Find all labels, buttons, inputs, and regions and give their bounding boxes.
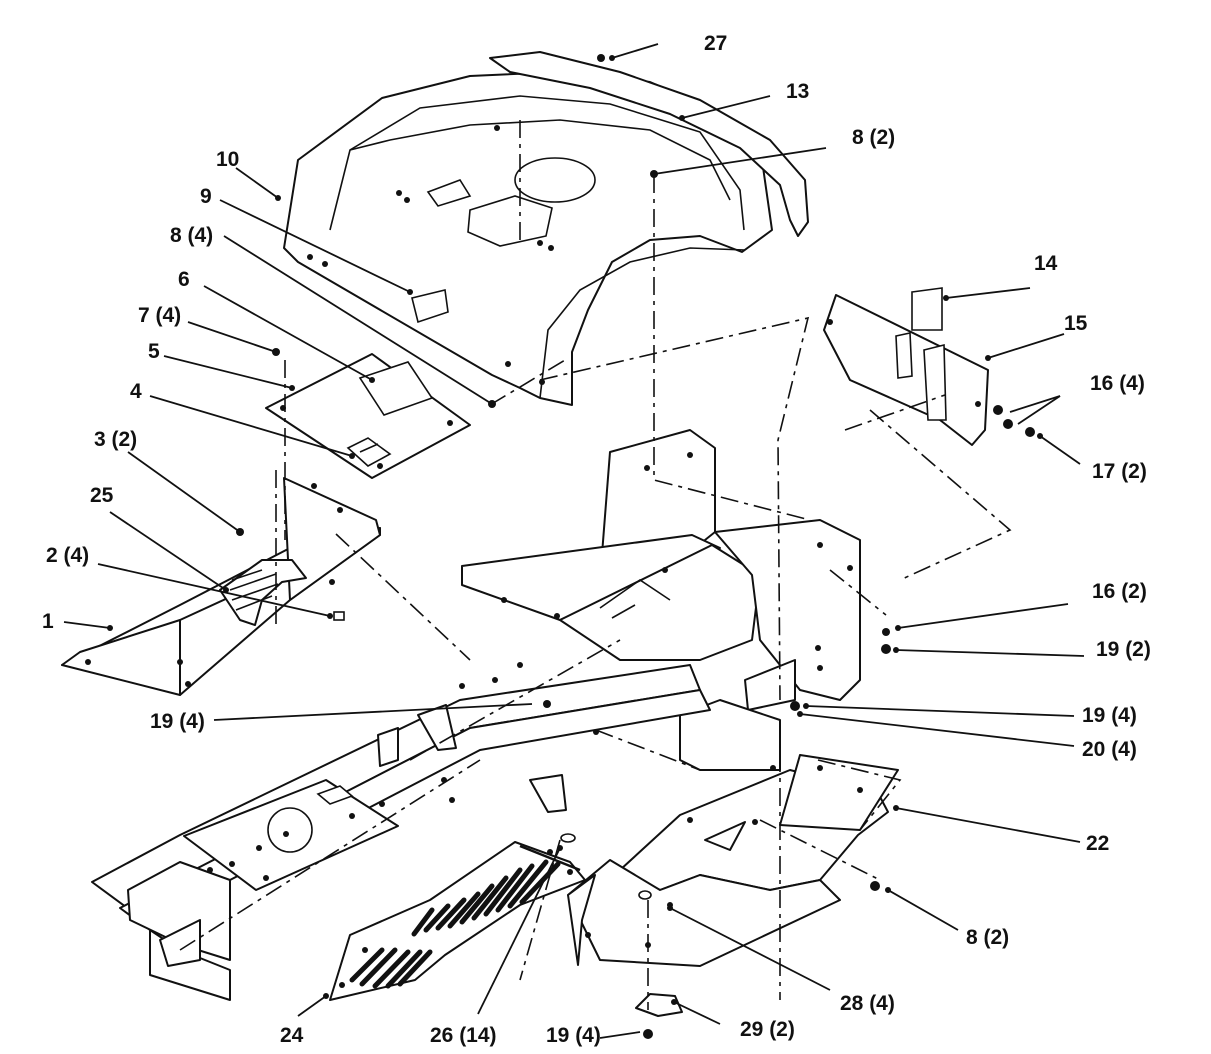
callout-6: 6: [178, 268, 190, 291]
callout-8-bottom: 8 (2): [966, 926, 1009, 949]
callout-4: 4: [130, 380, 142, 403]
callout-19-left: 19 (4): [150, 710, 205, 733]
callout-29: 29 (2): [740, 1018, 795, 1041]
floor-mat-part: [329, 833, 586, 1001]
callout-8-left: 8 (4): [170, 224, 213, 247]
callout-19-right: 19 (4): [1082, 704, 1137, 727]
callout-25: 25: [90, 484, 114, 507]
callout-28: 28 (4): [840, 992, 895, 1015]
alignment-lines: [179, 120, 1012, 1010]
frame-part: [91, 662, 711, 1001]
callout-5: 5: [148, 340, 160, 363]
callout-19-right-top: 19 (2): [1096, 638, 1151, 661]
trim-strip-part: [489, 51, 809, 237]
callout-17: 17 (2): [1092, 460, 1147, 483]
callout-3: 3 (2): [94, 428, 137, 451]
rear-body-part: [461, 429, 891, 771]
callout-labels: 27 13 8 (2) 10 9 8 (4) 6 7 (4) 5 4 3 (2)…: [42, 32, 1151, 1047]
callout-26: 26 (14): [430, 1024, 497, 1047]
callout-20: 20 (4): [1082, 738, 1137, 761]
callout-8-top: 8 (2): [852, 126, 895, 149]
callout-1: 1: [42, 610, 54, 633]
right-step-plate-part: [567, 754, 899, 1039]
callout-13: 13: [786, 80, 809, 103]
callout-16-mid: 16 (2): [1092, 580, 1147, 603]
dash-panel-part: [265, 353, 471, 479]
callout-14: 14: [1034, 252, 1058, 275]
right-fender-panel-part: [823, 287, 1035, 446]
callout-9: 9: [200, 185, 212, 208]
leader-lines: [63, 43, 1085, 1039]
callout-24: 24: [280, 1024, 304, 1047]
callout-15: 15: [1064, 312, 1088, 335]
callout-27: 27: [704, 32, 727, 55]
left-step-plate-part: [61, 477, 381, 696]
callout-16-top: 16 (4): [1090, 372, 1145, 395]
fender-hood-part: [283, 54, 773, 406]
callout-7: 7 (4): [138, 304, 181, 327]
callout-2: 2 (4): [46, 544, 89, 567]
callout-10: 10: [216, 148, 239, 171]
callout-19-bottom: 19 (4): [546, 1024, 601, 1047]
callout-22: 22: [1086, 832, 1109, 855]
